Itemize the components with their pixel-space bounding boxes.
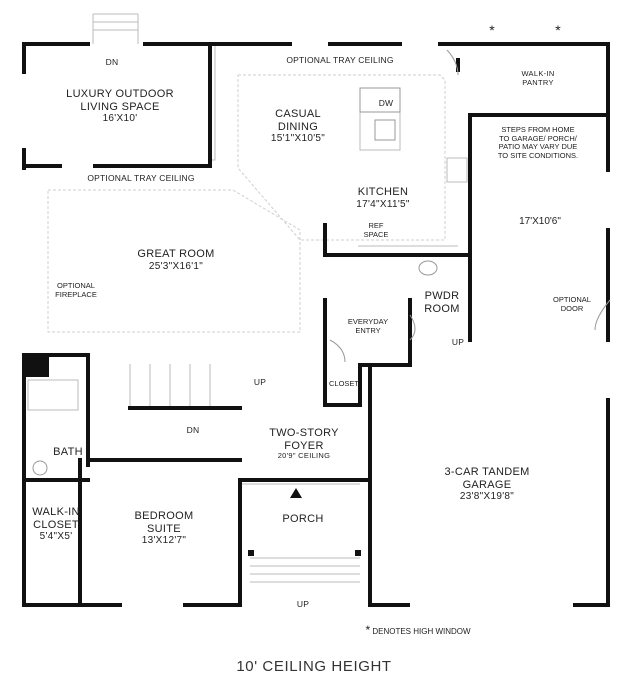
optional-tray-ceiling-top: OPTIONAL TRAY CEILING [286, 55, 394, 65]
powder-room-label: PWDR ROOM [424, 290, 460, 315]
ref-space-label: REF SPACE [363, 221, 389, 239]
garage-steps-note: STEPS FROM HOME TO GARAGE/ PORCH/ PATIO … [497, 125, 579, 160]
dishwasher-label: DW [378, 98, 394, 108]
bedroom-suite-label: BEDROOM SUITE 13'X12'7" [134, 510, 194, 547]
walls [22, 42, 610, 607]
high-window-star-1: * [489, 22, 495, 38]
up-stair-label: UP [253, 377, 267, 387]
ceiling-height-title: 10' CEILING HEIGHT [236, 658, 392, 675]
great-room-label: GREAT ROOM 25'3"X16'1" [137, 248, 215, 272]
bath-label: BATH [53, 446, 83, 458]
closet-label: CLOSET [328, 379, 360, 388]
optional-fireplace-label: OPTIONAL FIREPLACE [55, 281, 97, 299]
fireplace-column [24, 355, 49, 377]
thin-lines [27, 13, 468, 583]
casual-dining-label: CASUAL DINING 15'1"X10'5" [270, 108, 326, 145]
porch-post-left [248, 550, 254, 556]
tandem-garage-label: 3-CAR TANDEM GARAGE 23'8"X19'8" [444, 466, 530, 503]
dn-outdoor-label: DN [105, 57, 119, 67]
high-window-note: * DENOTES HIGH WINDOW [365, 623, 471, 637]
walk-in-closet-label: WALK-IN CLOSET 5'4"X5' [32, 506, 80, 543]
porch-post-right [355, 550, 361, 556]
door-swings [329, 49, 611, 363]
optional-tray-ceiling-left: OPTIONAL TRAY CEILING [87, 173, 195, 183]
garage-extension-dim: 17'X10'6" [519, 216, 561, 227]
optional-door-label: OPTIONAL DOOR [553, 295, 591, 313]
two-story-foyer-label: TWO-STORY FOYER 20'9" CEILING [269, 427, 339, 461]
kitchen-label: KITCHEN 17'4"X11'5" [356, 186, 410, 210]
tray-ceiling-outlines [47, 74, 446, 333]
high-window-star-2: * [555, 22, 561, 38]
front-entry-marker [290, 488, 302, 498]
fixtures [32, 87, 438, 476]
walk-in-pantry-label: WALK-IN PANTRY [521, 69, 555, 87]
up-garage-label: UP [451, 337, 465, 347]
up-porch-label: UP [296, 599, 310, 609]
dn-stair-label: DN [186, 425, 200, 435]
everyday-entry-label: EVERYDAY ENTRY [347, 317, 389, 335]
porch-label: PORCH [282, 513, 324, 525]
outdoor-living-label: LUXURY OUTDOOR LIVING SPACE 16'X10' [66, 88, 174, 125]
